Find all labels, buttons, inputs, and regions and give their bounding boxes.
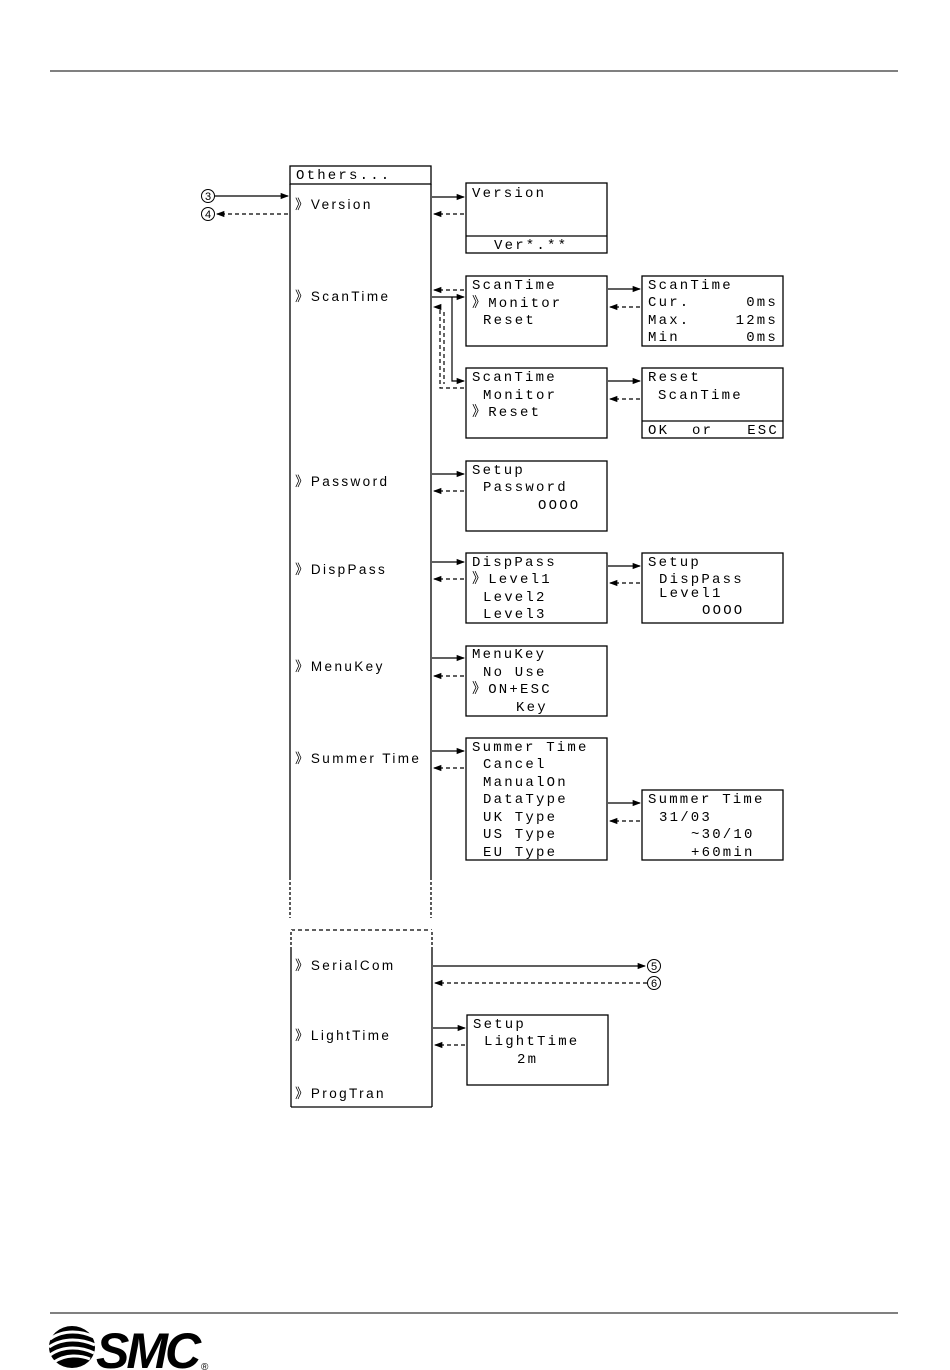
svg-text:》Summer Time: 》Summer Time xyxy=(295,751,421,766)
svg-text:Reset: Reset xyxy=(483,313,536,329)
svg-text:OOOO: OOOO xyxy=(702,603,744,619)
menu-item-progtran[interactable]: 》ProgTran xyxy=(295,1086,386,1101)
svg-text:or: or xyxy=(692,423,713,439)
smc-logo: SMC ® xyxy=(48,1323,209,1370)
svg-text:Level3: Level3 xyxy=(483,607,547,623)
svg-text:》ScanTime: 》ScanTime xyxy=(295,289,390,304)
version-screen: Version Ver*.** xyxy=(465,182,608,254)
others-menu-column: Others... xyxy=(289,165,432,918)
svg-text:3: 3 xyxy=(205,191,211,203)
svg-text:》Version: 》Version xyxy=(295,197,373,212)
registered-mark: ® xyxy=(201,1362,209,1370)
others-menu-column-continued xyxy=(290,929,433,1108)
svg-text:Setup: Setup xyxy=(473,1017,526,1033)
menu-item-scantime[interactable]: 》ScanTime xyxy=(295,289,390,304)
svg-text:5: 5 xyxy=(651,961,657,973)
marker-5: 5 xyxy=(647,959,661,973)
svg-text:6: 6 xyxy=(651,978,657,990)
menukey-screen: MenuKey No Use 》ON+ESC Key xyxy=(465,645,608,717)
menu-item-lighttime[interactable]: 》LightTime xyxy=(295,1028,391,1043)
svg-text:UK Type: UK Type xyxy=(483,810,557,826)
disppass-setup-screen: Setup DispPass Level1 OOOO xyxy=(641,552,784,624)
svg-text:DispPass: DispPass xyxy=(472,555,557,571)
svg-text:US Type: US Type xyxy=(483,827,557,843)
svg-text:》DispPass: 》DispPass xyxy=(295,562,387,577)
svg-text:OOOO: OOOO xyxy=(538,498,580,514)
scantime-reset-screen: ScanTime Monitor 》Reset xyxy=(465,367,608,439)
svg-text:ScanTime: ScanTime xyxy=(472,278,557,294)
svg-text:MenuKey: MenuKey xyxy=(472,647,546,663)
svg-text:2m: 2m xyxy=(517,1052,538,1068)
marker-3: 3 xyxy=(201,189,215,203)
svg-text:Level1: Level1 xyxy=(659,586,723,602)
svg-text:OK: OK xyxy=(648,423,669,439)
svg-text:EU Type: EU Type xyxy=(483,845,557,861)
svg-text:Monitor: Monitor xyxy=(483,388,557,404)
arrow-reset-in xyxy=(451,297,466,385)
svg-text:Ver*.**: Ver*.** xyxy=(494,238,568,254)
svg-text:》MenuKey: 》MenuKey xyxy=(295,659,385,674)
svg-text:Min: Min xyxy=(648,330,680,346)
svg-text:Password: Password xyxy=(483,480,568,496)
svg-text:》SerialCom: 》SerialCom xyxy=(295,958,396,973)
svg-text:》ProgTran: 》ProgTran xyxy=(295,1086,386,1101)
menu-item-menukey[interactable]: 》MenuKey xyxy=(295,659,385,674)
svg-text:Key: Key xyxy=(516,700,548,716)
marker-4: 4 xyxy=(201,207,215,221)
summertime-date-screen: Summer Time 31/03 ~30/10 +60min xyxy=(641,789,784,861)
svg-text:No Use: No Use xyxy=(483,665,547,681)
lighttime-screen: Setup LightTime 2m xyxy=(466,1014,609,1086)
svg-text:Level2: Level2 xyxy=(483,590,547,606)
svg-text:0ms: 0ms xyxy=(746,330,778,346)
svg-text:Reset: Reset xyxy=(648,370,701,386)
svg-text:+60min: +60min xyxy=(691,845,755,861)
svg-text:》Reset: 》Reset xyxy=(472,404,541,421)
svg-text:Max.: Max. xyxy=(648,313,690,329)
password-screen: Setup Password OOOO xyxy=(465,460,608,532)
arrow-reset-out xyxy=(432,303,464,389)
marker-6: 6 xyxy=(647,976,661,990)
svg-text:0ms: 0ms xyxy=(746,295,778,311)
smc-logo-text: SMC xyxy=(96,1323,202,1370)
disppass-screen: DispPass 》Level1 Level2 Level3 xyxy=(465,552,608,624)
svg-text:ScanTime: ScanTime xyxy=(472,370,557,386)
svg-text:LightTime: LightTime xyxy=(484,1034,579,1050)
svg-text:31/03: 31/03 xyxy=(659,810,712,826)
svg-text:》Monitor: 》Monitor xyxy=(472,295,562,312)
scantime-monitor-screen: ScanTime 》Monitor Reset xyxy=(465,275,608,347)
svg-text:12ms: 12ms xyxy=(736,313,778,329)
svg-text:ScanTime: ScanTime xyxy=(648,278,733,294)
smc-logo-mark xyxy=(48,1326,96,1368)
svg-text:Setup: Setup xyxy=(648,555,701,571)
svg-text:》ON+ESC: 》ON+ESC xyxy=(472,681,552,698)
svg-text:》Level1: 》Level1 xyxy=(472,571,552,588)
svg-text:~30/10: ~30/10 xyxy=(691,827,755,843)
reset-confirm-screen: Reset ScanTime OK or ESC xyxy=(641,367,784,439)
menu-item-serialcom[interactable]: 》SerialCom xyxy=(295,958,396,973)
svg-text:Cur.: Cur. xyxy=(648,295,690,311)
others-title: Others... xyxy=(296,168,391,184)
svg-text:Setup: Setup xyxy=(472,463,525,479)
scantime-values-screen: ScanTime Cur. 0ms Max. 12ms Min 0ms xyxy=(641,275,784,347)
menu-item-version[interactable]: 》Version xyxy=(295,197,373,212)
svg-text:Summer Time: Summer Time xyxy=(648,792,765,808)
svg-text:DataType: DataType xyxy=(483,792,568,808)
svg-text:Summer Time: Summer Time xyxy=(472,740,589,756)
svg-text:4: 4 xyxy=(205,209,211,221)
summertime-screen: Summer Time Cancel ManualOn DataType UK … xyxy=(465,737,608,861)
svg-text:Version: Version xyxy=(472,186,546,202)
svg-text:ManualOn: ManualOn xyxy=(483,775,568,791)
svg-text:》Password: 》Password xyxy=(295,474,389,489)
svg-text:DispPass: DispPass xyxy=(659,572,744,588)
menu-item-summertime[interactable]: 》Summer Time xyxy=(295,751,421,766)
menu-item-disppass[interactable]: 》DispPass xyxy=(295,562,387,577)
svg-text:Cancel: Cancel xyxy=(483,757,547,773)
svg-text:》LightTime: 》LightTime xyxy=(295,1028,391,1043)
svg-text:ScanTime: ScanTime xyxy=(658,388,743,404)
svg-text:ESC: ESC xyxy=(747,423,779,439)
menu-item-password[interactable]: 》Password xyxy=(295,474,389,489)
